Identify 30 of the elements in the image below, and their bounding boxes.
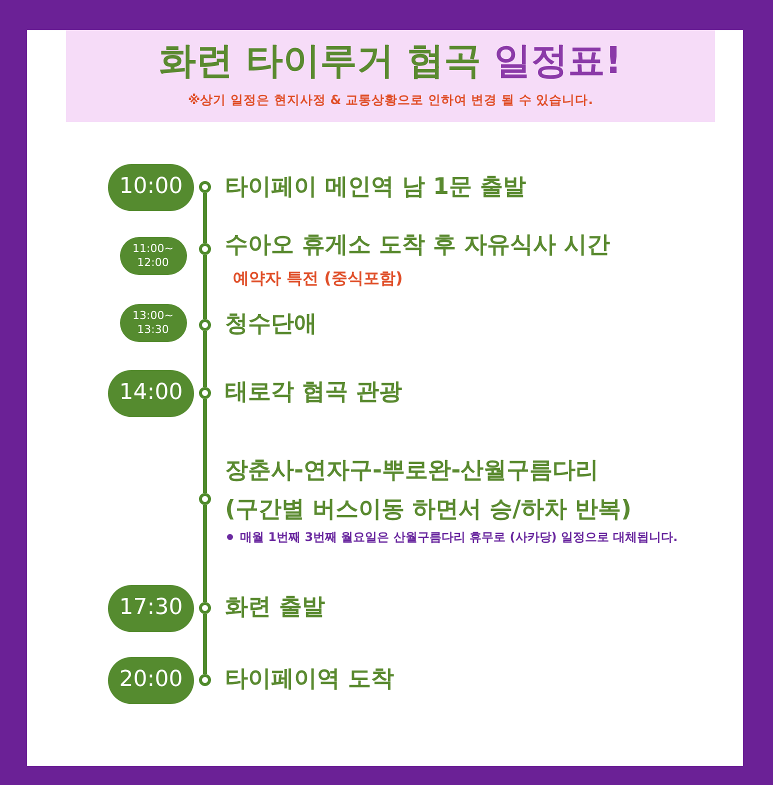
notice-text: ※상기 일정은 현지사정 & 교통상황으로 인하여 변경 될 수 있습니다.	[187, 92, 594, 108]
timeline-line	[203, 255, 207, 319]
event-text: 장춘사-연자구-뿌로완-산월구름다리 (구간별 버스이동 하면서 승/하차 반복)	[225, 456, 632, 524]
timeline-line	[203, 505, 207, 602]
title-heading: 화련 타이루거 협곡 일정표!	[158, 38, 623, 84]
time-pill: 13:00~ 13:30	[120, 304, 186, 342]
timeline-marker	[199, 387, 211, 399]
time-pill: 10:00	[108, 164, 194, 210]
time-pill: 20:00	[108, 656, 194, 704]
footnote-text: 매월 1번째 3번째 월요일은 산월구름다리 휴무로 (사카당) 일정으로 대체됩니다.	[240, 530, 678, 546]
event-text: 태로각 협곡 관광	[225, 379, 402, 407]
timeline-marker	[199, 674, 211, 686]
event-text: 청수단애	[225, 311, 317, 339]
timeline-marker	[199, 243, 211, 255]
timeline-marker	[199, 181, 211, 193]
timeline-marker	[199, 602, 211, 614]
time-pill: 17:30	[108, 584, 194, 632]
event-text: 수아오 휴게소 도착 후 자유식사 시간	[225, 232, 610, 260]
time-pill: 14:00	[108, 370, 194, 416]
event-text: 타이페이 메인역 남 1문 출발	[225, 174, 526, 202]
timeline-marker	[199, 319, 211, 331]
timeline-marker	[199, 493, 211, 505]
event-text: 화련 출발	[225, 594, 326, 622]
timeline-line	[203, 331, 207, 387]
event-text: 타이페이역 도착	[225, 666, 394, 694]
timeline-line	[203, 614, 207, 674]
timeline-line	[203, 193, 207, 243]
event-note: 예약자 특전 (중식포함)	[233, 268, 403, 290]
timeline-line	[203, 399, 207, 493]
time-pill: 11:00~ 12:00	[120, 237, 186, 275]
